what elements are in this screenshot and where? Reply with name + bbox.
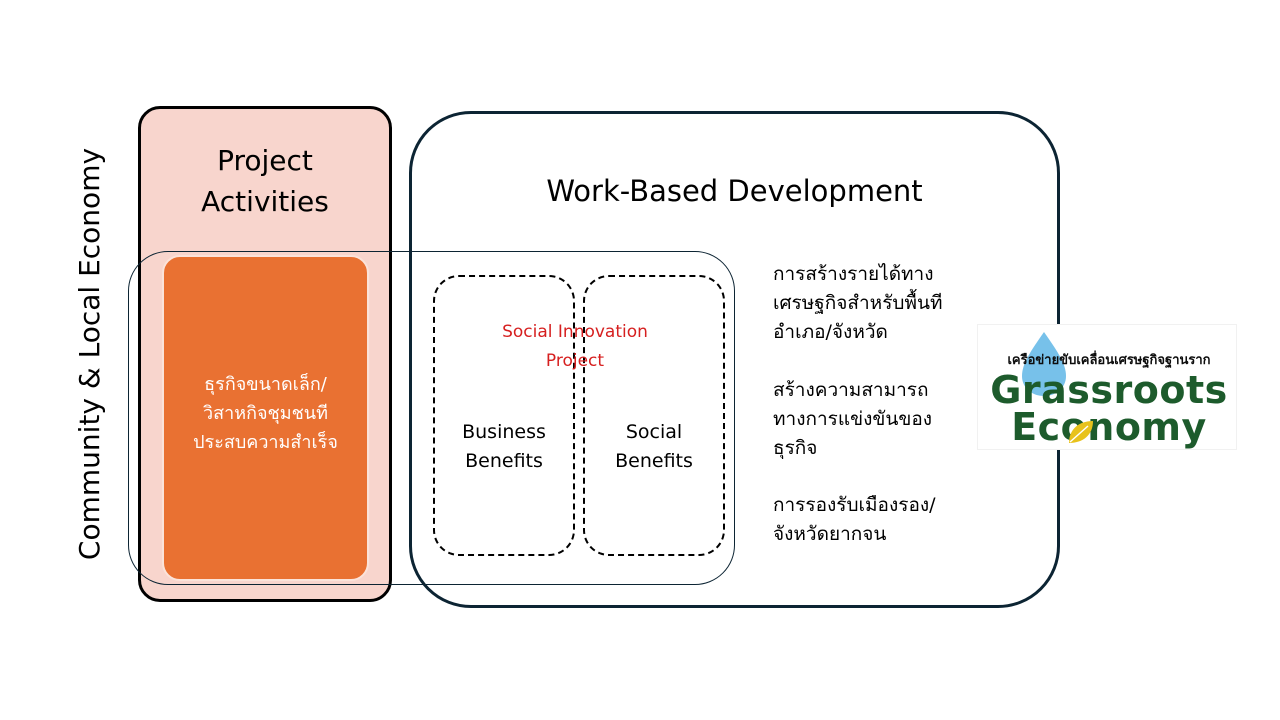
- sme-text-line2: วิสาหกิจชุมชนที: [203, 403, 328, 424]
- business-benefits-box: [433, 275, 575, 556]
- business-line2: Benefits: [465, 450, 543, 472]
- logo-economy-text: Economy: [1011, 405, 1207, 449]
- benefit-secondary-cities: การรองรับเมืองรอง/ จังหวัดยากจน: [773, 491, 983, 549]
- social-line2: Benefits: [615, 450, 693, 472]
- benefit-2-line3: ธุรกิจ: [773, 437, 818, 459]
- logo-thai-network-text: เครือข่ายขับเคลื่อนเศรษฐกิจฐานราก: [1007, 353, 1211, 368]
- grassroots-economy-logo: [978, 325, 1236, 449]
- project-activities-title-line1: Project: [217, 144, 313, 177]
- benefit-3-line2: จังหวัดยากจน: [773, 523, 887, 545]
- business-line1: Business: [462, 421, 546, 443]
- social-line1: Social: [625, 421, 683, 443]
- sme-community-enterprise-box: [162, 255, 369, 581]
- business-benefits-label: Business Benefits: [433, 418, 575, 476]
- project-activities-title: Project Activities: [138, 140, 392, 222]
- social-benefits-label: Social Benefits: [583, 418, 725, 476]
- benefit-economic-income: การสร้างรายได้ทาง เศรษฐกิจสำหรับพื้นที อ…: [773, 260, 983, 347]
- benefit-3-line1: การรองรับเมืองรอง/: [773, 494, 936, 516]
- benefit-1-line1: การสร้างรายได้ทาง: [773, 263, 934, 285]
- work-based-development-title: Work-Based Development: [546, 174, 923, 208]
- community-local-economy-label: Community & Local Economy: [73, 147, 106, 561]
- social-innovation-project-label: Social Innovation Project: [470, 318, 680, 376]
- sme-text-line1: ธุรกิจขนาดเล็ก/: [204, 374, 327, 395]
- logo-grassroots-text: Grassroots: [990, 368, 1228, 412]
- benefit-1-line3: อำเภอ/จังหวัด: [773, 321, 888, 343]
- water-drop-icon: [1022, 332, 1066, 396]
- project-activities-title-line2: Activities: [201, 185, 329, 218]
- benefit-2-line1: สร้างความสามารถ: [773, 379, 929, 401]
- benefit-competitiveness: สร้างความสามารถ ทางการแข่งขันของ ธุรกิจ: [773, 376, 983, 463]
- social-benefits-box: [583, 275, 725, 556]
- leaf-icon: [1069, 421, 1093, 443]
- benefit-2-line2: ทางการแข่งขันของ: [773, 408, 933, 430]
- community-overlay-frame: [128, 251, 735, 585]
- sme-community-enterprise-text: ธุรกิจขนาดเล็ก/ วิสาหกิจชุมชนที ประสบควา…: [162, 370, 369, 457]
- sip-line2: Project: [545, 351, 605, 371]
- sme-text-line3: ประสบความสำเร็จ: [193, 432, 338, 453]
- benefit-1-line2: เศรษฐกิจสำหรับพื้นที: [773, 292, 943, 314]
- sip-line1: Social Innovation: [502, 322, 648, 342]
